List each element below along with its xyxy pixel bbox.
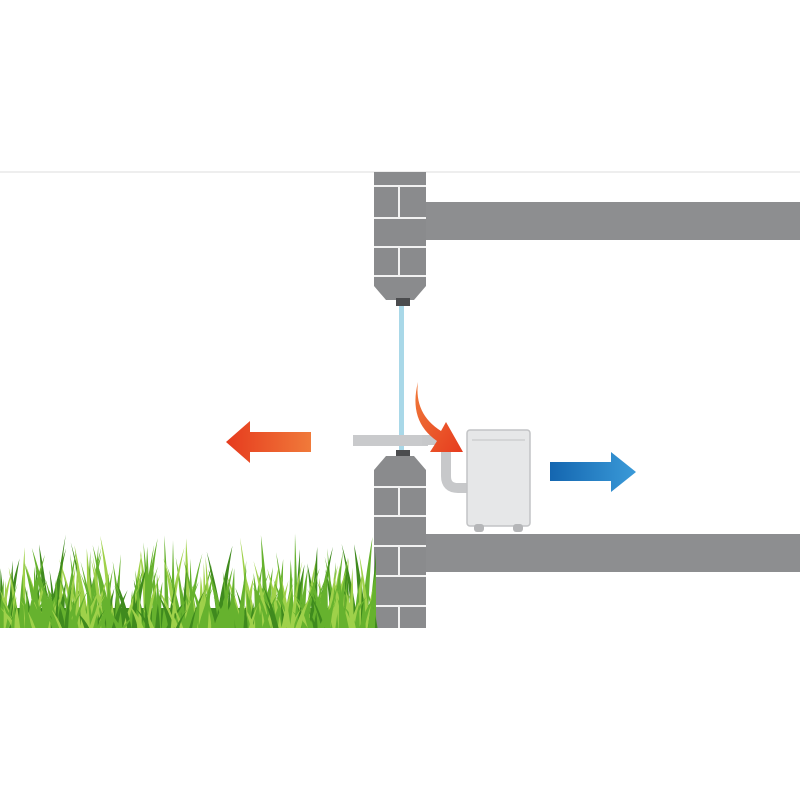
grass-blade	[11, 596, 17, 628]
grass-blade	[135, 570, 143, 628]
grass-blade	[237, 568, 247, 628]
grass-blade	[308, 610, 317, 628]
grass-blade	[243, 605, 248, 628]
grass-blade	[74, 545, 88, 628]
grass-blade	[129, 605, 144, 628]
grass-blade	[289, 561, 303, 628]
grass-blade	[295, 594, 312, 628]
grass-blade	[264, 600, 279, 628]
upper-brick-wall	[374, 172, 426, 300]
grass-blade	[0, 578, 4, 628]
grass-blade	[18, 573, 25, 628]
left-arrow-icon	[226, 421, 311, 463]
grass-blade	[158, 595, 175, 628]
grass-blade	[282, 591, 291, 628]
grass-blade	[198, 584, 215, 628]
grass-blade	[28, 595, 48, 628]
grass-blade	[370, 588, 376, 628]
grass-blade	[336, 584, 349, 628]
grass-blade	[289, 608, 302, 628]
grass-blade	[345, 588, 356, 628]
grass-blade	[50, 608, 62, 628]
grass-blade	[111, 590, 128, 628]
grass-blade	[297, 568, 304, 628]
grass-blade	[318, 602, 335, 628]
grass-blade	[181, 589, 187, 628]
curved-arrow-icon	[415, 382, 463, 452]
window-frame-bottom	[396, 450, 410, 458]
exhaust-vent-plate	[353, 435, 428, 446]
grass-blade	[341, 543, 359, 628]
grass-blade	[248, 605, 258, 628]
portable-air-conditioner-icon	[466, 429, 531, 532]
grass-blade	[167, 595, 184, 628]
grass-blade	[91, 559, 105, 628]
grass-blade	[71, 588, 82, 628]
upper-floor-slab	[420, 202, 800, 240]
grass-blade	[42, 591, 58, 628]
grass-blade	[192, 597, 200, 628]
window-frame-top	[396, 298, 410, 306]
grass-blade	[89, 593, 106, 628]
grass-blade	[326, 581, 340, 628]
lower-brick-wall	[374, 456, 426, 628]
grass-blade	[170, 585, 177, 628]
window-icon	[399, 306, 404, 452]
grass-blade	[280, 574, 291, 628]
grass-blade	[77, 612, 90, 628]
grass-blade	[227, 585, 234, 628]
grass-blade	[96, 604, 113, 628]
grass-blade	[262, 583, 279, 628]
grass-blade	[307, 588, 325, 628]
grass-blade	[175, 609, 188, 628]
grass-blade	[108, 611, 121, 628]
grass-blade	[21, 592, 32, 628]
grass-blade	[203, 590, 217, 628]
grass-blade	[155, 603, 161, 628]
grass-blade	[63, 586, 72, 628]
grass-blade	[141, 544, 155, 628]
grass-blade	[80, 573, 99, 628]
grass-blade	[8, 567, 21, 628]
right-arrow-icon	[550, 452, 636, 492]
lower-floor-slab	[420, 534, 800, 572]
grass-blade	[213, 594, 229, 628]
grass-blade	[72, 589, 89, 628]
grass-blade	[145, 602, 150, 628]
grass-icon	[0, 533, 378, 628]
grass-blade	[122, 611, 140, 628]
grass-blade	[0, 589, 16, 628]
grass-blade	[253, 572, 262, 628]
grass-blade	[114, 585, 132, 628]
grass-blade	[86, 588, 94, 628]
